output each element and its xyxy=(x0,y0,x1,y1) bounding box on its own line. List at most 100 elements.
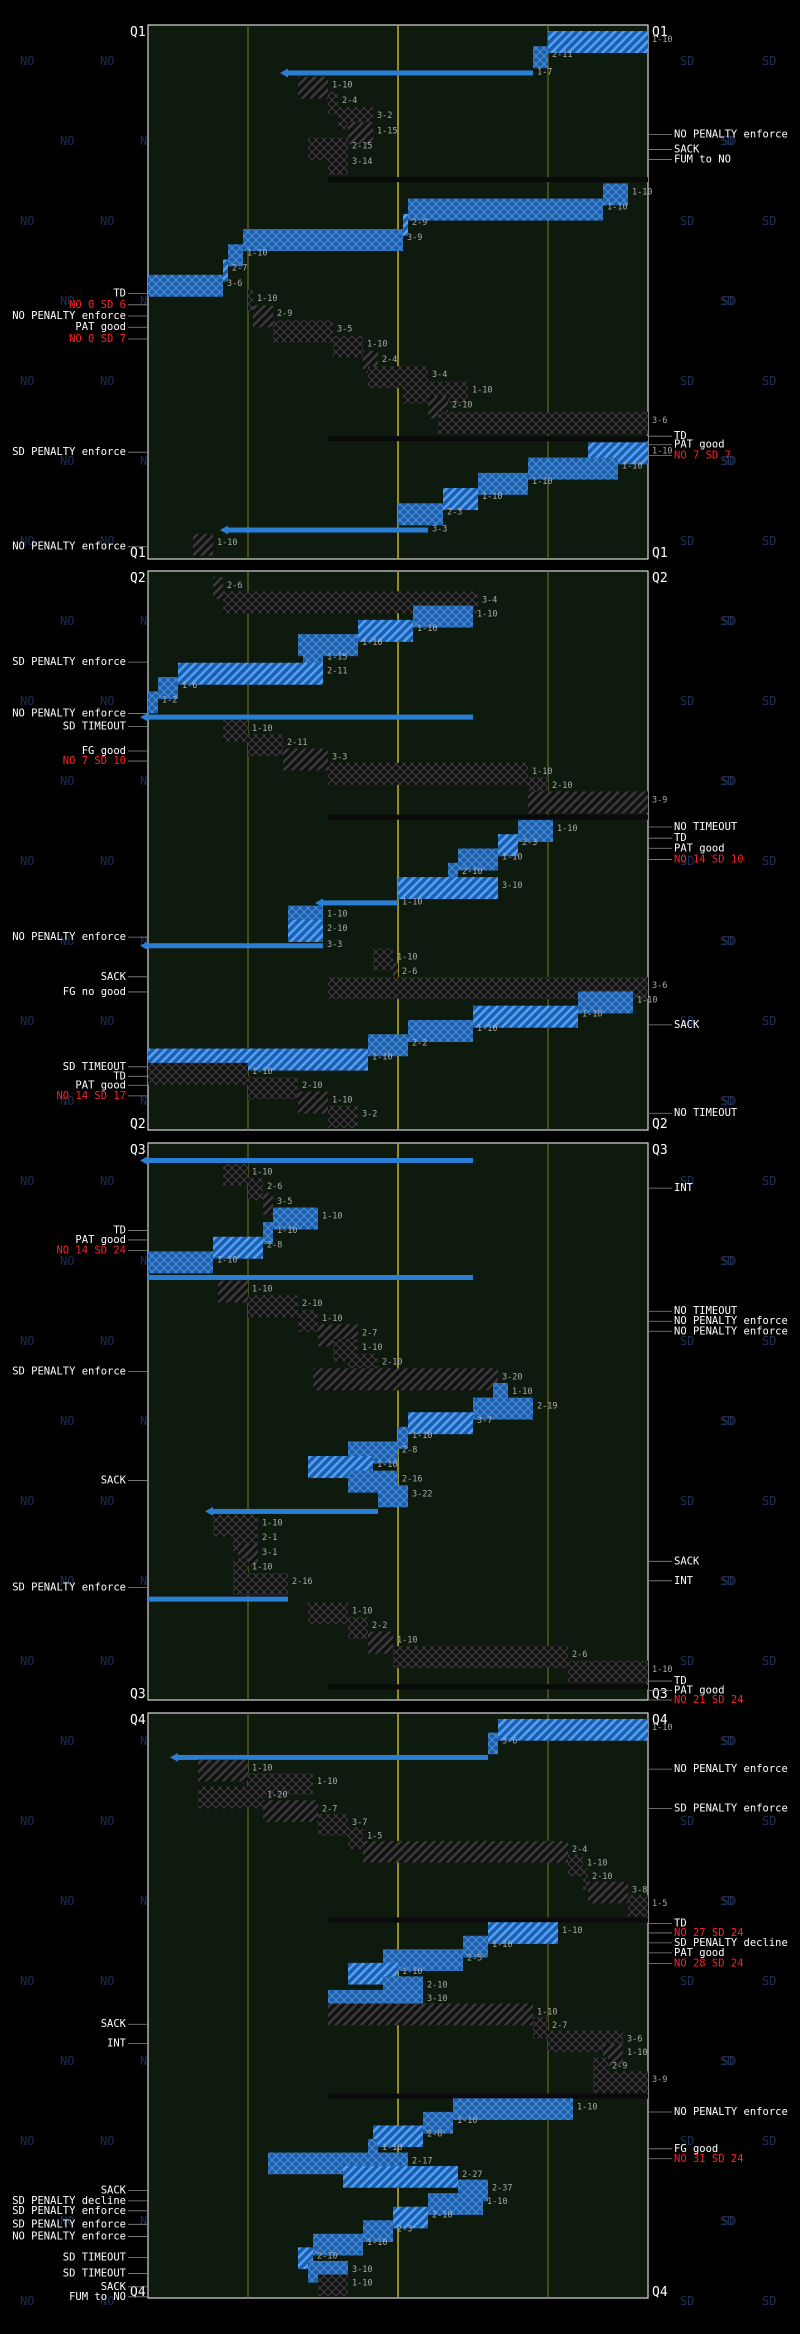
watermark-text: SD xyxy=(720,2214,734,2228)
play-label: 2-3 xyxy=(397,2224,412,2234)
play-label: 1-10 xyxy=(417,624,437,634)
play-bar xyxy=(518,819,553,842)
watermark-text: NO xyxy=(60,134,74,148)
play-bar xyxy=(393,962,398,985)
quarter-label: Q2 xyxy=(130,571,146,586)
play-bar xyxy=(343,2166,458,2188)
play-bar xyxy=(148,1158,473,1163)
play-bar xyxy=(568,1854,583,1877)
play-bar xyxy=(248,1178,263,1201)
play-label: 3-7 xyxy=(477,1416,492,1426)
play-bar xyxy=(498,834,518,857)
watermark-text: SD xyxy=(762,1494,776,1508)
play-label: 3-6 xyxy=(652,981,667,991)
play-bar xyxy=(148,1596,288,1602)
play-label: 1-7 xyxy=(537,67,552,77)
watermark-text: SD xyxy=(762,1814,776,1828)
play-bar xyxy=(363,1840,568,1863)
play-label: 2-10 xyxy=(452,401,472,411)
watermark-text: NO xyxy=(100,534,114,548)
play-bar xyxy=(498,1719,648,1741)
play-bar xyxy=(408,1019,473,1042)
play-bar xyxy=(213,1508,378,1514)
play-bar xyxy=(148,1251,213,1274)
watermark-text: NO xyxy=(60,1094,74,1108)
watermark-text: NO xyxy=(20,854,34,868)
play-label: 1-10 xyxy=(652,1723,672,1733)
watermark-text: NO xyxy=(20,694,34,708)
play-bar xyxy=(198,1786,263,1809)
event-label: SD PENALTY decline xyxy=(674,1937,788,1949)
play-bar xyxy=(373,2125,423,2148)
play-label: 3-10 xyxy=(427,1994,447,2004)
quarter-label: Q1 xyxy=(130,25,146,40)
event-label: SACK xyxy=(101,971,127,983)
event-label: SD TIMEOUT xyxy=(63,720,127,732)
play-bar xyxy=(253,305,273,328)
event-label: TD xyxy=(113,288,126,300)
watermark-text: NO xyxy=(100,694,114,708)
watermark-text: SD xyxy=(720,614,734,628)
event-label: SACK xyxy=(674,143,700,155)
event-label: NO 14 SD 17 xyxy=(56,1090,126,1102)
event-label: SACK xyxy=(101,1475,127,1487)
play-label: 2-10 xyxy=(462,867,482,877)
play-label: 2-16 xyxy=(402,1475,422,1485)
play-label: 2-16 xyxy=(292,1577,312,1587)
play-label: 1-10 xyxy=(252,1285,272,1295)
play-bar xyxy=(273,1207,318,1230)
play-label: 2-10 xyxy=(302,1299,322,1309)
event-label: SD PENALTY enforce xyxy=(12,2218,126,2230)
play-bar xyxy=(298,1091,328,1114)
play-label: 1-10 xyxy=(322,1211,342,1221)
watermark-text: SD xyxy=(720,1894,734,1908)
play-bar xyxy=(228,527,428,533)
play-bar xyxy=(298,76,328,99)
play-label: 2-10 xyxy=(382,1358,402,1368)
event-label: NO 0 SD 6 xyxy=(69,299,126,311)
play-arrow xyxy=(140,712,148,722)
play-label: 1-10 xyxy=(457,2116,477,2126)
watermark-text: NO xyxy=(100,214,114,228)
play-bar xyxy=(413,605,473,628)
play-label: 1-5 xyxy=(367,1831,382,1841)
watermark-text: SD xyxy=(762,1174,776,1188)
event-label: FG no good xyxy=(63,986,126,998)
play-bar xyxy=(328,977,648,1000)
event-label: FG good xyxy=(82,745,126,757)
watermark-text: SD xyxy=(720,1734,734,1748)
play-bar xyxy=(148,714,473,720)
event-label: PAT good xyxy=(75,1234,126,1246)
play-bar xyxy=(408,1412,473,1435)
play-bar xyxy=(223,1163,248,1186)
play-bar xyxy=(263,1222,273,1245)
watermark-text: SD xyxy=(722,1094,736,1108)
play-label: 1-10 xyxy=(367,2238,387,2248)
event-label: NO PENALTY enforce xyxy=(674,2106,788,2118)
play-bar xyxy=(403,213,408,236)
play-label: 3-9 xyxy=(652,2075,667,2085)
play-bar xyxy=(218,1280,248,1303)
watermark-text: NO xyxy=(100,1974,114,1988)
event-label: FUM to NO xyxy=(69,2291,126,2303)
watermark-text: NO xyxy=(60,1414,74,1428)
play-bar xyxy=(158,677,178,700)
event-label: SD TIMEOUT xyxy=(63,1061,127,1073)
quarter-label: Q2 xyxy=(652,571,668,586)
event-label: INT xyxy=(674,1575,694,1587)
event-label: PAT good xyxy=(75,321,126,333)
play-bar xyxy=(328,91,338,114)
watermark-text: SD xyxy=(762,1974,776,1988)
play-arrow xyxy=(205,1506,213,1516)
watermark-text: NO xyxy=(20,534,34,548)
play-bar xyxy=(348,122,373,145)
watermark-text: SD xyxy=(722,774,736,788)
play-bar xyxy=(478,472,528,495)
event-label: NO 27 SD 24 xyxy=(674,1927,744,1939)
event-label: NO PENALTY enforce xyxy=(674,1315,788,1327)
play-label: 1-10 xyxy=(472,385,492,395)
watermark-text: SD xyxy=(720,1094,734,1108)
play-label: 2-10 xyxy=(552,781,572,791)
play-label: 1-10 xyxy=(402,1967,422,1977)
play-label: 2-11 xyxy=(552,50,572,60)
